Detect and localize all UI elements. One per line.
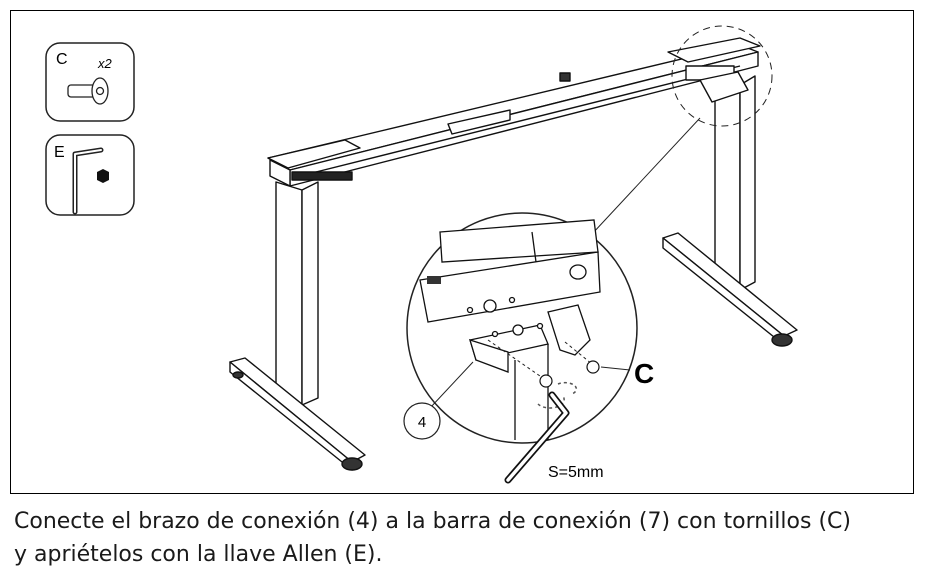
screw-icon <box>67 77 109 105</box>
detail-marker-circle <box>671 25 773 127</box>
caption-line-1: Conecte el brazo de conexión (4) a la ba… <box>14 509 851 534</box>
caption-line-2: y apriételos con la llave Allen (E). <box>14 542 383 567</box>
arm-number-badge: 4 <box>403 402 441 440</box>
detail-allen-key-icon <box>504 391 570 484</box>
diagram-frame <box>10 10 914 494</box>
allen-key-icon <box>72 147 109 215</box>
arm-leader-line <box>429 361 474 409</box>
part-e-box: E <box>45 134 135 216</box>
desk-frame <box>229 37 798 471</box>
part-c-letter: C <box>56 51 68 68</box>
wrench-size-label: S=5mm <box>548 464 604 481</box>
screw-callout-label: C <box>634 358 654 389</box>
detail-screw-icon <box>539 360 600 388</box>
instruction-caption: Conecte el brazo de conexión (4) a la ba… <box>14 505 914 571</box>
detail-leader-line <box>591 117 701 235</box>
part-c-box: C x2 <box>45 42 135 122</box>
arm-number-label: 4 <box>418 414 426 431</box>
assembly-diagram: C x2 E <box>45 25 798 484</box>
detail-view <box>406 212 638 444</box>
part-e-letter: E <box>54 144 65 161</box>
part-c-quantity: x2 <box>97 56 113 71</box>
screw-leader-line <box>600 366 631 371</box>
